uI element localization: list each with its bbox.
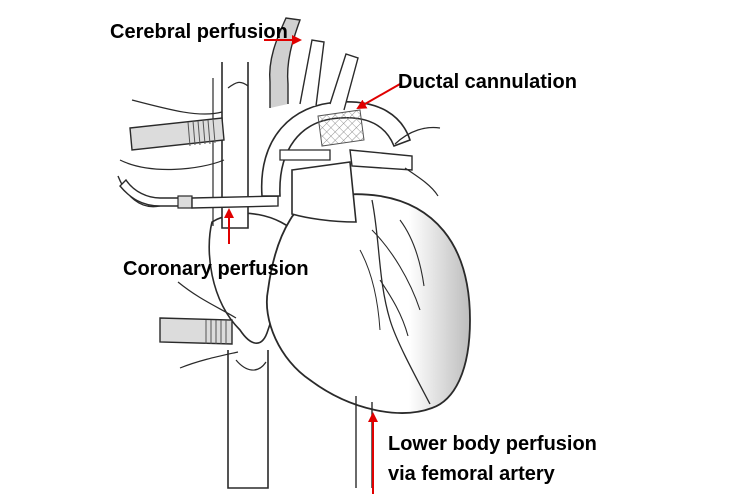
annotation-arrows [224,35,401,494]
ductal-cannulation-label: Ductal cannulation [398,71,577,93]
femoral-artery-label: via femoral artery [388,463,555,485]
svc-cannula [117,99,225,208]
pulmonary-branches [279,126,441,197]
superior-vena-cava [212,62,249,229]
aortic-arch [260,101,412,197]
heart-ventricles [266,193,471,414]
ivc-cannula [159,281,239,369]
lower-body-perfusion-label: Lower body perfusion [388,433,597,455]
right-atrium [208,212,299,344]
coronary-cannula [119,178,279,209]
ductal-arrow [356,83,401,109]
inferior-vena-cava [227,350,269,489]
descending-aorta [355,396,373,488]
cerebral-perfusion-label: Cerebral perfusion [110,21,288,43]
coronary-perfusion-label: Coronary perfusion [123,258,309,280]
pulmonary-trunk [291,161,357,223]
